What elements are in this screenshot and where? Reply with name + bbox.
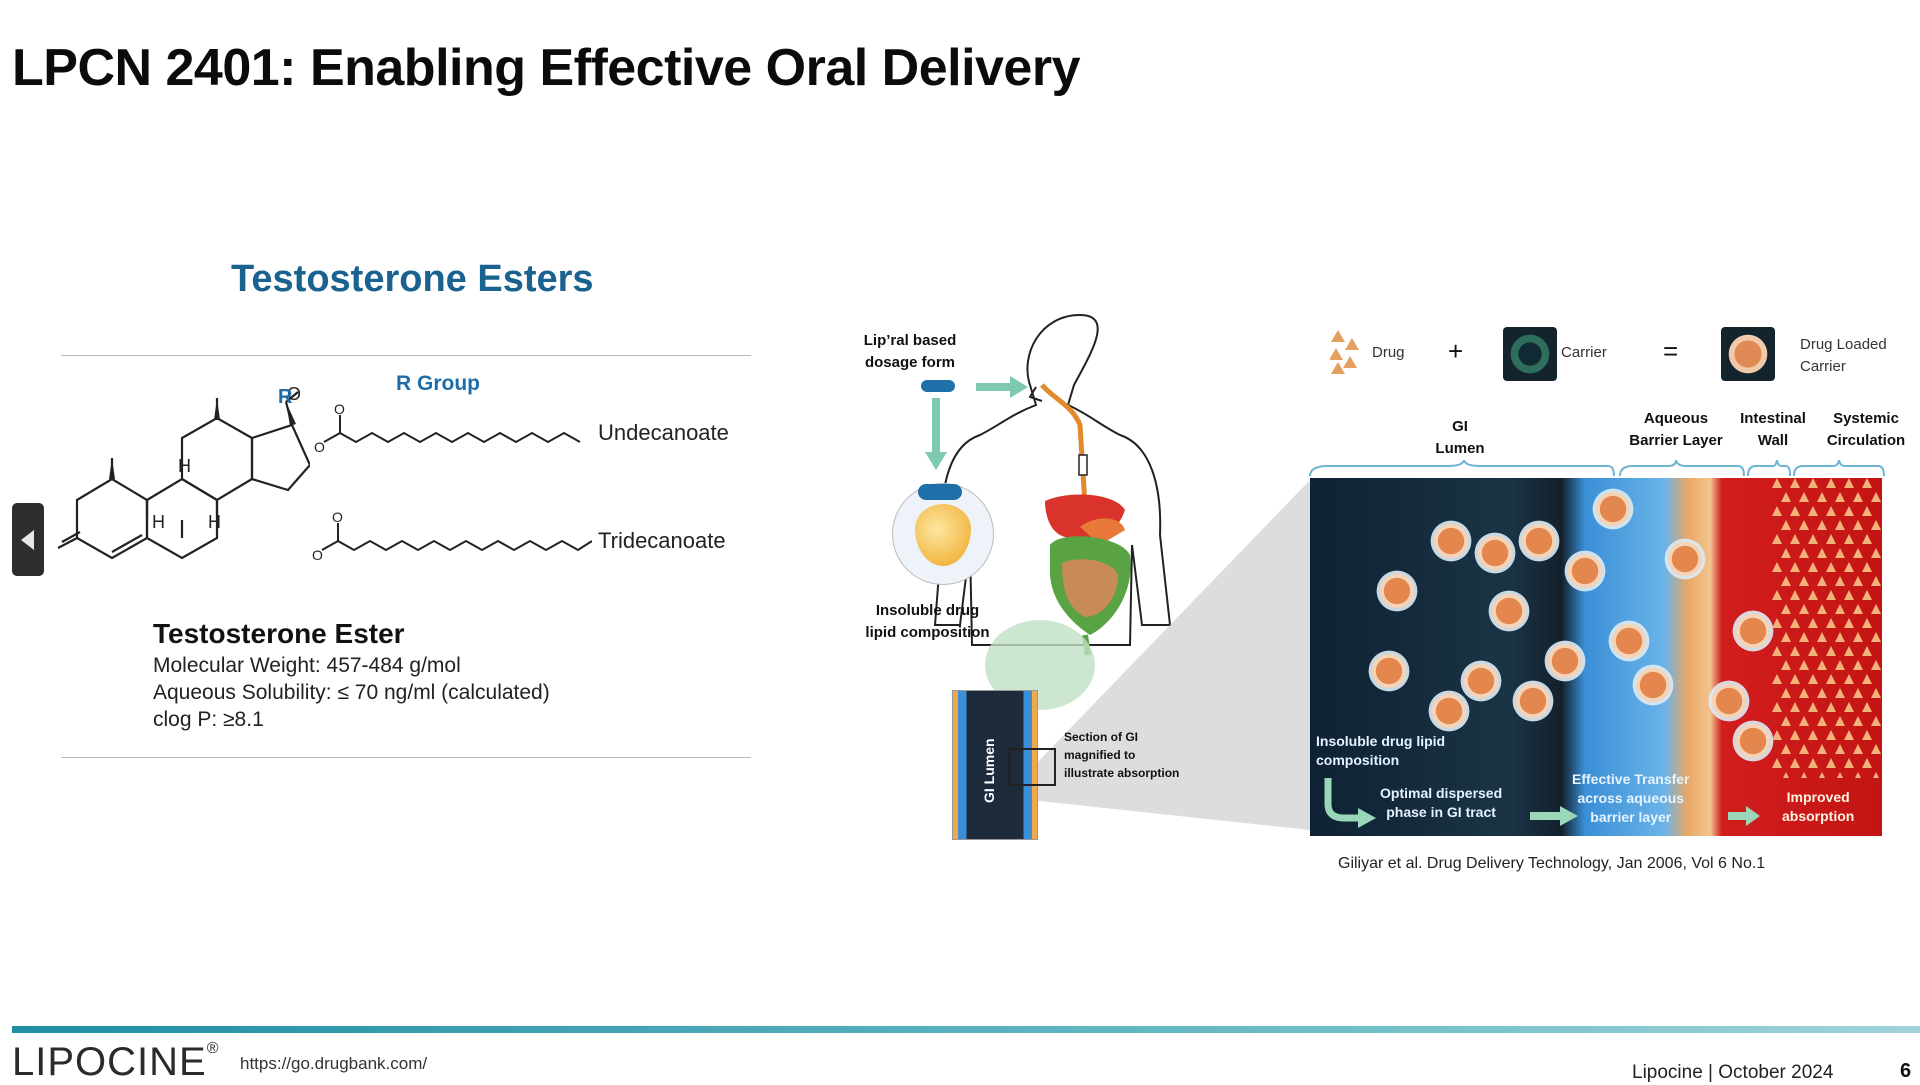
svg-text:O: O	[332, 509, 343, 525]
drug-loaded-carrier-particle	[1510, 678, 1556, 724]
h-label: H	[208, 512, 221, 532]
magnification-cone	[1030, 480, 1310, 830]
footer-company-date: Lipocine | October 2024	[1632, 1062, 1834, 1083]
gi-lumen-vertical-label: GI Lumen	[981, 738, 997, 803]
esters-heading: Testosterone Esters	[231, 258, 594, 300]
svg-text:O: O	[334, 401, 345, 417]
magnify-box	[1008, 748, 1056, 786]
legend-equals: =	[1663, 336, 1679, 366]
drug-triangles-icon	[1330, 330, 1359, 374]
drug-loaded-carrier-particle	[1562, 548, 1608, 594]
drug-loaded-carrier-particle	[1472, 530, 1518, 576]
arrow-right-icon	[976, 376, 1028, 398]
citation: Giliyar et al. Drug Delivery Technology,…	[1338, 855, 1766, 872]
r-group-heading: R Group	[396, 372, 480, 395]
drug-loaded-carrier-particle	[1606, 618, 1652, 664]
page-number: 6	[1900, 1060, 1912, 1082]
source-url[interactable]: https://go.drugbank.com/	[240, 1054, 428, 1073]
chevron-left-icon	[21, 530, 34, 550]
drug-triangles-field	[1772, 478, 1881, 778]
aqueous-solubility: Aqueous Solubility: ≤ 70 ng/ml (calculat…	[153, 681, 550, 704]
ester-name: Tridecanoate	[598, 528, 726, 553]
drug-loaded-carrier-particle	[1366, 648, 1412, 694]
drug-loaded-carrier-particle	[1730, 718, 1776, 764]
legend-carrier: Carrier	[1561, 344, 1607, 361]
divider-bottom	[61, 757, 751, 758]
capsule-icon	[921, 380, 955, 392]
slide-title: LPCN 2401: Enabling Effective Oral Deliv…	[12, 39, 1081, 97]
drug-loaded-carrier-particle	[1426, 688, 1472, 734]
molecular-weight: Molecular Weight: 457-484 g/mol	[153, 654, 461, 677]
tridecanoate-structure: O O	[312, 509, 592, 563]
divider-top	[61, 355, 751, 356]
region-braces	[1309, 460, 1885, 477]
drug-loaded-carrier-particle	[1374, 568, 1420, 614]
lipocine-logo: LIPOCINE®	[12, 1040, 220, 1084]
capsule-icon	[918, 484, 962, 500]
legend-plus: +	[1448, 336, 1464, 366]
ester-info-title: Testosterone Ester	[153, 618, 405, 649]
drug-loaded-carrier-particle	[1542, 638, 1588, 684]
svg-text:O: O	[314, 439, 325, 455]
drug-loaded-carrier-particle	[1730, 608, 1776, 654]
legend-drug: Drug	[1372, 344, 1405, 361]
r-group-label: R	[278, 386, 293, 408]
h-label: H	[178, 456, 191, 476]
oxygen-label: O	[287, 384, 301, 404]
steroid-structure-diagram: O H H H	[57, 384, 310, 560]
arrow-down-icon	[925, 398, 947, 470]
undecanoate-structure: O O	[314, 401, 581, 455]
drug-loaded-carrier-particle	[1630, 662, 1676, 708]
clog-p: clog P: ≥8.1	[153, 708, 264, 731]
flow-arrows	[1324, 778, 1760, 828]
magnified-droplet	[892, 483, 994, 585]
drug-loaded-carrier-particle	[1590, 486, 1636, 532]
drug-loaded-carrier-particle	[1428, 518, 1474, 564]
h-label: H	[152, 512, 165, 532]
drug-loaded-carrier-icon	[1721, 327, 1775, 381]
ester-name: Undecanoate	[598, 420, 729, 445]
drug-loaded-carrier-particle	[1486, 588, 1532, 634]
drug-loaded-carrier-particle	[1516, 518, 1562, 564]
previous-slide-button[interactable]	[12, 503, 44, 576]
human-body-icon	[933, 313, 1172, 710]
carrier-icon	[1503, 327, 1557, 381]
footer-bar	[12, 1026, 1920, 1033]
svg-text:O: O	[312, 547, 323, 563]
gi-section-illustration: GI Lumen	[952, 690, 1038, 840]
drug-loaded-carrier-particle	[1662, 536, 1708, 582]
drug-loaded-carrier-particle	[1706, 678, 1752, 724]
